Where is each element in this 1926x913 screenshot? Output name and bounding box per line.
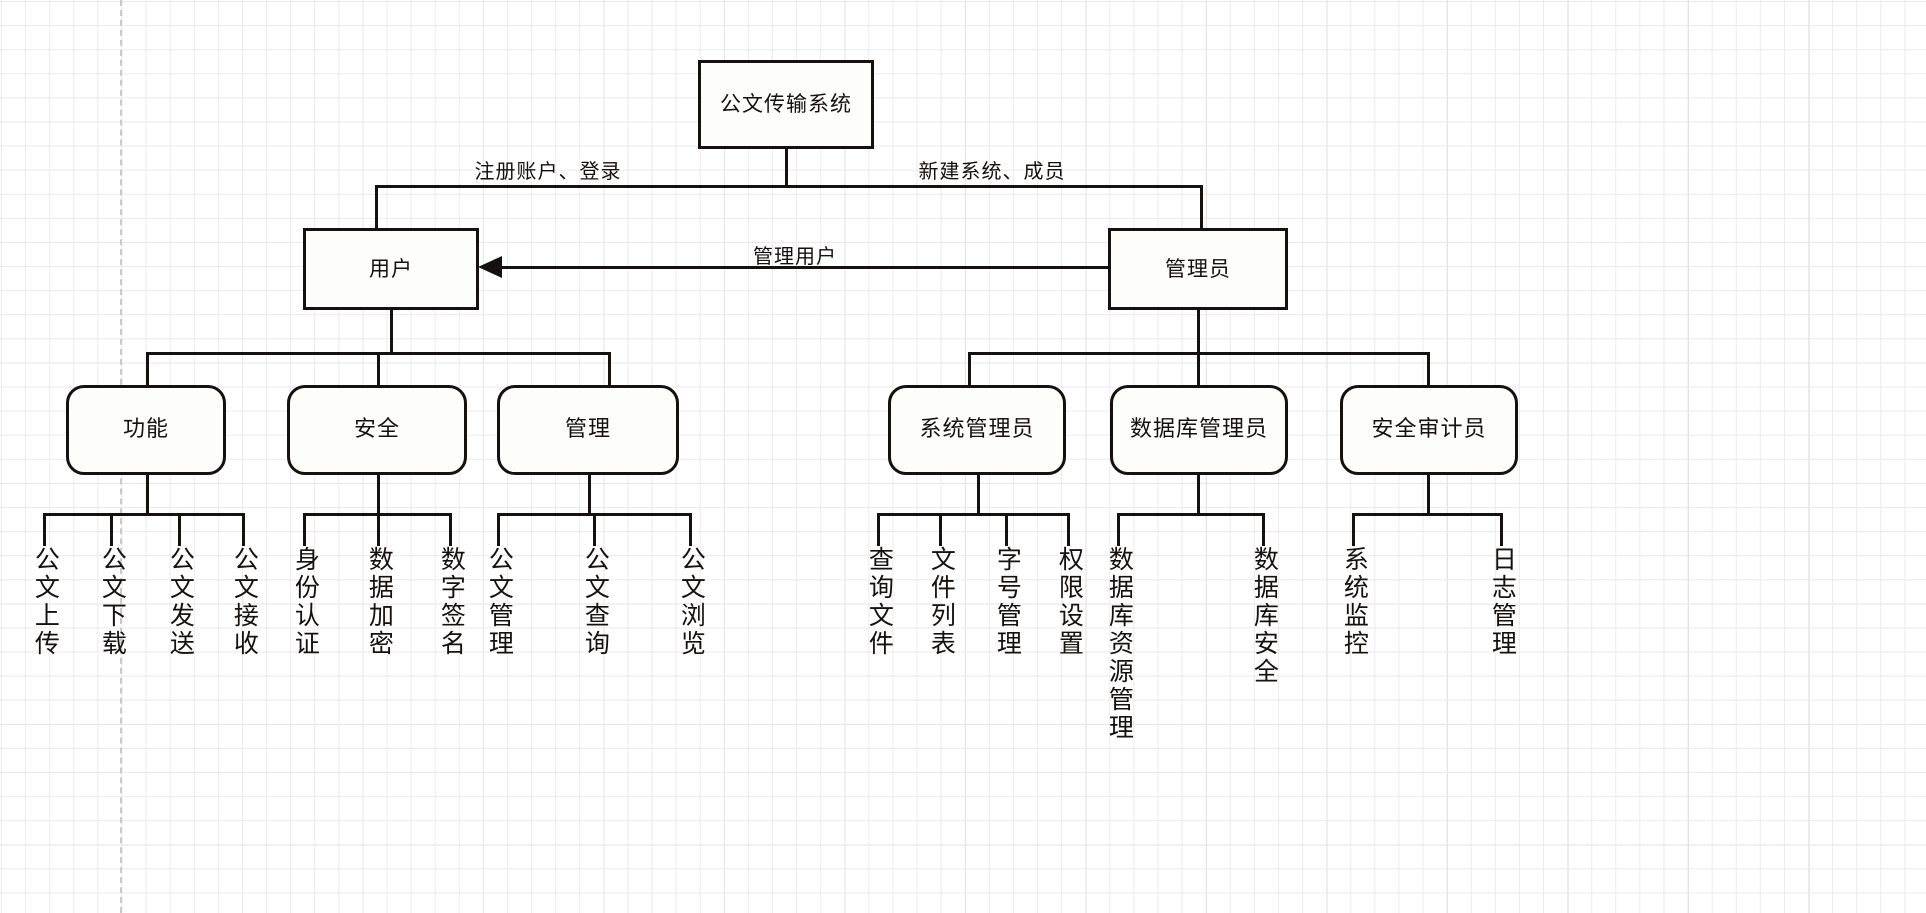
- connector-audit-bus: [1352, 513, 1500, 516]
- leaf-gongwen-xiazai: 公文下载: [98, 546, 128, 658]
- leaf-shuzi-qianming: 数字签名: [437, 546, 467, 658]
- connector-gongneng-stem: [146, 475, 149, 513]
- connector-sysadmin-leaf-2: [1005, 513, 1008, 546]
- node-root-label: 公文传输系统: [720, 92, 852, 117]
- connector-user-to-anquan: [377, 352, 380, 385]
- connector-user-stem: [390, 310, 393, 352]
- connector-anquan-leaf-0: [303, 513, 306, 546]
- edge-label-manage-user: 管理用户: [753, 244, 837, 268]
- connector-gongneng-leaf-0: [43, 513, 46, 546]
- connector-to-admin: [1200, 185, 1203, 230]
- connector-guanli-stem: [588, 475, 591, 513]
- node-guanli[interactable]: 管理: [497, 385, 679, 475]
- node-sysadmin-label: 系统管理员: [919, 417, 1035, 443]
- node-admin-label: 管理员: [1165, 256, 1231, 281]
- leaf-zihao-guanli: 字号管理: [993, 546, 1023, 658]
- connector-sysadmin-leaf-3: [1067, 513, 1070, 546]
- edge-label-newsystem: 新建系统、成员: [918, 159, 1066, 183]
- connector-guanli-leaf-0: [497, 513, 500, 546]
- leaf-shuju-jiami: 数据加密: [365, 546, 395, 658]
- connector-gongneng-leaf-2: [178, 513, 181, 546]
- connector-to-user: [375, 185, 378, 230]
- node-anquan[interactable]: 安全: [287, 385, 467, 475]
- node-audit-label: 安全审计员: [1371, 417, 1487, 443]
- connector-audit-leaf-0: [1352, 513, 1355, 546]
- connector-sysadmin-leaf-1: [939, 513, 942, 546]
- connector-admin-to-sysadmin: [968, 352, 971, 385]
- connector-root-bus: [375, 185, 1203, 188]
- connector-anquan-leaf-2: [449, 513, 452, 546]
- node-dbadmin[interactable]: 数据库管理员: [1110, 385, 1288, 475]
- node-gongneng-label: 功能: [122, 417, 169, 443]
- node-user-label: 用户: [369, 256, 413, 281]
- leaf-rizhi-guanli: 日志管理: [1488, 546, 1518, 658]
- connector-gongneng-leaf-3: [242, 513, 245, 546]
- connector-dbadmin-leaf-1: [1262, 513, 1265, 546]
- node-anquan-label: 安全: [353, 417, 400, 443]
- connector-gongneng-bus: [43, 513, 242, 516]
- connector-guanli-leaf-1: [593, 513, 596, 546]
- edge-label-register: 注册账户、登录: [474, 159, 622, 183]
- connector-gongneng-leaf-1: [110, 513, 113, 546]
- connector-dbadmin-leaf-0: [1117, 513, 1120, 546]
- leaf-gongwen-liulan: 公文浏览: [677, 546, 707, 658]
- leaf-gongwen-fasong: 公文发送: [166, 546, 196, 658]
- connector-anquan-bus: [303, 513, 449, 516]
- connector-user-to-guanli: [608, 352, 611, 385]
- connector-root-stem: [785, 148, 788, 185]
- connector-admin-to-audit: [1427, 352, 1430, 385]
- connector-sysadmin-stem: [977, 475, 980, 513]
- leaf-gongwen-jieshou: 公文接收: [230, 546, 260, 658]
- leaf-chaxun-wenjian: 查询文件: [865, 546, 895, 658]
- node-gongneng[interactable]: 功能: [66, 385, 226, 475]
- node-admin[interactable]: 管理员: [1108, 228, 1288, 310]
- leaf-xitong-jiankong: 系统监控: [1340, 546, 1370, 658]
- connector-admin-to-user: [500, 266, 1108, 269]
- leaf-gongwen-shangchuan: 公文上传: [31, 546, 61, 658]
- connector-admin-to-dbadmin: [1197, 352, 1200, 385]
- node-sysadmin[interactable]: 系统管理员: [888, 385, 1066, 475]
- node-dbadmin-label: 数据库管理员: [1129, 417, 1268, 443]
- connector-sysadmin-bus: [877, 513, 1067, 516]
- connector-audit-leaf-1: [1500, 513, 1503, 546]
- leaf-gongwen-chaxun: 公文查询: [581, 546, 611, 658]
- node-audit[interactable]: 安全审计员: [1340, 385, 1518, 475]
- node-user[interactable]: 用户: [303, 228, 479, 310]
- connector-guanli-leaf-2: [689, 513, 692, 546]
- connector-sysadmin-leaf-0: [877, 513, 880, 546]
- node-root[interactable]: 公文传输系统: [698, 60, 874, 149]
- leaf-quanxian-shezhi: 权限设置: [1055, 546, 1085, 658]
- leaf-wenjian-liebiao: 文件列表: [927, 546, 957, 658]
- connector-anquan-stem: [377, 475, 380, 513]
- arrowhead-admin-to-user: [478, 256, 502, 278]
- connector-dbadmin-stem: [1197, 475, 1200, 513]
- leaf-gongwen-guanli: 公文管理: [485, 546, 515, 658]
- connector-audit-stem: [1427, 475, 1430, 513]
- leaf-shujuku-anquan: 数据库安全: [1250, 546, 1280, 686]
- node-guanli-label: 管理: [564, 417, 611, 443]
- connector-anquan-leaf-1: [377, 513, 380, 546]
- connector-user-to-gongneng: [146, 352, 149, 385]
- leaf-shujuku-ziyuan-guanli: 数据库资源管理: [1105, 546, 1135, 742]
- connector-admin-stem: [1197, 310, 1200, 352]
- connector-dbadmin-bus: [1117, 513, 1262, 516]
- leaf-shenfen-renzheng: 身份认证: [291, 546, 321, 658]
